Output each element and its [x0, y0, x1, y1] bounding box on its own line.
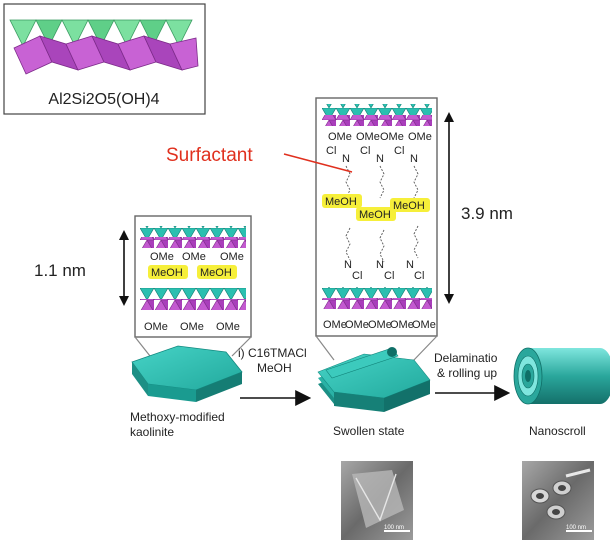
ome-label: OMe	[220, 251, 244, 263]
step1-reagent: i) C16TMACl	[238, 346, 307, 360]
chloride-label: Cl	[414, 270, 424, 282]
middle-caption: Swollen state	[333, 424, 405, 438]
meoh-label: MeOH	[393, 200, 425, 212]
ome-label: OMe	[390, 319, 414, 331]
step1-arrow: i) C16TMACl MeOH	[238, 346, 312, 406]
nanoscroll-graphic	[513, 347, 610, 405]
swollen-plate-stack	[317, 347, 431, 412]
ammonium-label: N	[376, 153, 384, 165]
surfactant-callout: Surfactant	[166, 145, 353, 173]
octahedral-row	[140, 237, 246, 248]
middle-spacing-label: 3.9 nm	[461, 204, 513, 223]
step1-solvent: MeOH	[257, 361, 292, 375]
left-caption-line2: kaolinite	[130, 425, 174, 439]
ammonium-label: N	[342, 153, 350, 165]
octahedral-row	[322, 298, 432, 309]
ome-label: OMe	[323, 319, 347, 331]
scale-bar-label: 100 nm	[384, 525, 404, 531]
chloride-label: Cl	[352, 270, 362, 282]
tetrahedral-row	[140, 288, 246, 299]
left-spacing-label: 1.1 nm	[34, 261, 86, 280]
ome-label: OMe	[144, 321, 168, 333]
tetrahedral-sheet-graphic	[9, 19, 193, 47]
ome-label: OMe	[328, 131, 352, 143]
step2-line1: Delaminatio	[434, 351, 498, 365]
chemical-formula: Al2Si2O5(OH)4	[48, 91, 159, 108]
left-interlayer-panel: OMe OMe OMe MeOH MeOH OMe OMe OMe	[134, 215, 252, 338]
ammonium-label: N	[406, 259, 414, 271]
surfactant-label: Surfactant	[166, 145, 253, 166]
ome-label: OMe	[180, 321, 204, 333]
octahedral-row	[322, 115, 432, 126]
ome-label: OMe	[412, 319, 436, 331]
chloride-label: Cl	[394, 145, 404, 157]
tetrahedral-row	[322, 104, 432, 115]
chloride-label: Cl	[326, 145, 336, 157]
middle-spacing-dimension: 3.9 nm	[444, 112, 513, 304]
ammonium-label: N	[410, 153, 418, 165]
chloride-label: Cl	[360, 145, 370, 157]
octahedral-row	[140, 299, 246, 310]
scale-bar-label: 100 nm	[566, 525, 586, 531]
ome-label: OMe	[345, 319, 369, 331]
ammonium-label: N	[344, 259, 352, 271]
tetrahedral-row	[322, 287, 432, 298]
step2-line2: & rolling up	[437, 366, 497, 380]
kaolinite-plate	[131, 345, 243, 402]
meoh-label: MeOH	[359, 209, 391, 221]
sem-image-nanoscroll: 100 nm	[522, 461, 594, 540]
middle-interlayer-panel: OMe OMe OMe OMe Cl Cl Cl N N N MeOH MeOH…	[315, 97, 438, 337]
ammonium-label: N	[376, 259, 384, 271]
ome-label: OMe	[150, 251, 174, 263]
meoh-label: MeOH	[200, 267, 232, 279]
ome-label: OMe	[380, 131, 404, 143]
ome-label: OMe	[408, 131, 432, 143]
ome-label: OMe	[216, 321, 240, 333]
tetrahedral-row	[140, 226, 246, 237]
right-caption: Nanoscroll	[529, 424, 586, 438]
kaolinite-structure-box: Al2Si2O5(OH)4	[3, 3, 206, 115]
meoh-label: MeOH	[151, 267, 183, 279]
ome-label: OMe	[356, 131, 380, 143]
left-caption-line1: Methoxy-modified	[130, 410, 225, 424]
left-spacing-dimension: 1.1 nm	[34, 230, 129, 306]
chloride-label: Cl	[384, 270, 394, 282]
ome-label: OMe	[182, 251, 206, 263]
octahedral-sheet-graphic	[13, 35, 199, 75]
step2-arrow: Delaminatio & rolling up	[434, 351, 511, 401]
ome-label: OMe	[368, 319, 392, 331]
sem-image-swollen: 100 nm	[341, 461, 413, 540]
meoh-label: MeOH	[325, 196, 357, 208]
